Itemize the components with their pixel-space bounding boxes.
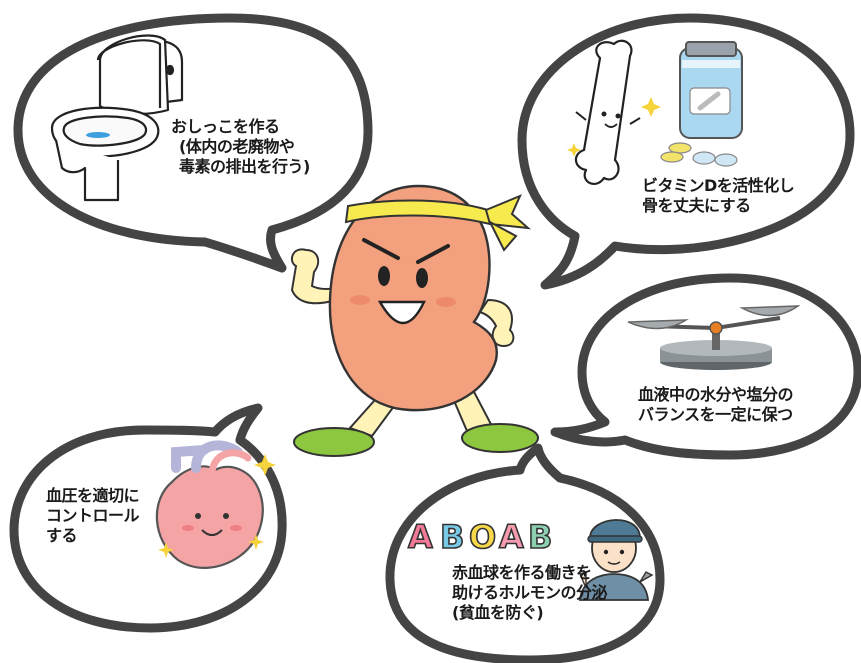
caption-balance-line-1: 血液中の水分や塩分の xyxy=(638,385,794,404)
worker-icon xyxy=(579,519,654,601)
caption-blood-pressure-line-2: コントロール xyxy=(46,506,140,525)
letter-b: B xyxy=(440,518,464,556)
caption-red-blood-cells: 赤血球を作る働きを 助けるホルモンの分泌 (貧血を防ぐ) xyxy=(452,563,608,623)
caption-water-salt-balance: 血液中の水分や塩分の バランスを一定に保つ xyxy=(638,385,794,425)
letter-a: A xyxy=(408,518,433,556)
caption-urine-line-1: おしっこを作る xyxy=(171,117,280,136)
letter-o: O xyxy=(469,518,496,556)
heart-icon xyxy=(155,440,276,569)
caption-urine-line-3: 毒素の排出を行う) xyxy=(179,157,310,176)
caption-vitamin-d: ビタミンDを活性化し 骨を丈夫にする xyxy=(642,176,795,216)
speech-bubble-blood xyxy=(385,443,665,663)
caption-blood-pressure-line-1: 血圧を適切に xyxy=(46,486,140,505)
caption-rbc-line-3: (貧血を防ぐ) xyxy=(452,603,544,622)
balance-scale-icon xyxy=(627,305,801,370)
letter-a2: A xyxy=(499,518,524,556)
caption-urine: おしっこを作る (体内の老廃物や 毒素の排出を行う) xyxy=(171,117,310,177)
kidney-character xyxy=(290,184,539,457)
caption-vitamin-d-line-1: ビタミンDを活性化し xyxy=(642,176,795,195)
caption-balance-line-2: バランスを一定に保つ xyxy=(638,405,793,424)
letter-b2: B xyxy=(528,518,552,556)
bone-vitamin-icon xyxy=(567,39,743,185)
blood-type-icon: A B O A B xyxy=(407,517,553,557)
caption-rbc-line-1: 赤血球を作る働きを xyxy=(452,563,592,582)
caption-rbc-line-2: 助けるホルモンの分泌 xyxy=(452,583,608,602)
caption-blood-pressure: 血圧を適切に コントロール する xyxy=(46,486,140,546)
toilet-icon xyxy=(50,34,184,202)
caption-vitamin-d-line-2: 骨を丈夫にする xyxy=(642,196,751,215)
caption-blood-pressure-line-3: する xyxy=(46,526,78,545)
caption-urine-line-2: (体内の老廃物や xyxy=(179,137,295,156)
